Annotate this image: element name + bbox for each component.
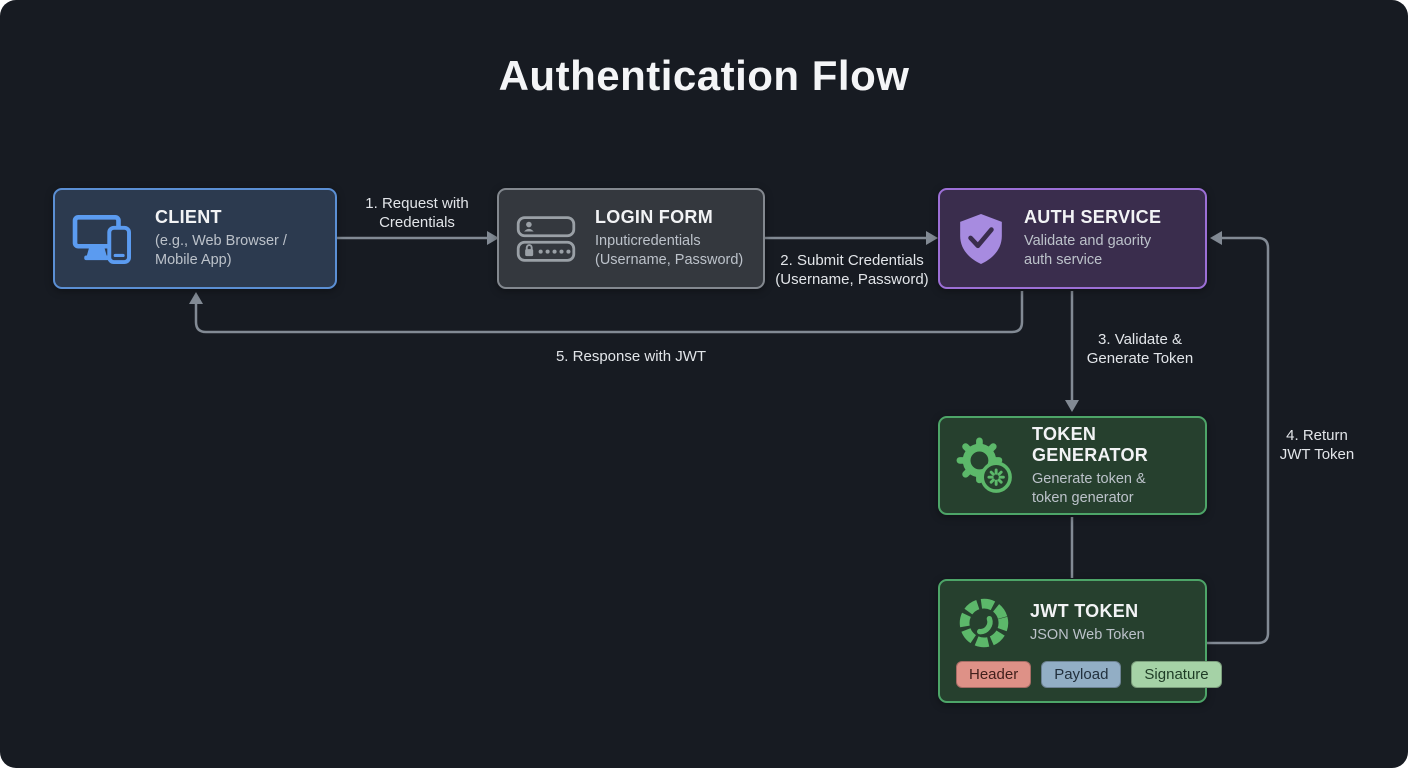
node-token-generator: TOKEN GENERATOR Generate token & token g… <box>938 416 1207 515</box>
node-jwt-token: JWT TOKEN JSON Web Token Header Payload … <box>938 579 1222 703</box>
node-login-form: LOGIN FORM Inputicredentials (Username, … <box>497 188 765 289</box>
edge-label-validate-generate: 3. Validate & Generate Token <box>1086 331 1194 367</box>
login-fields-icon <box>515 212 577 266</box>
edge-return-jwt <box>1207 231 1270 645</box>
node-auth-service: AUTH SERVICE Validate and gaority auth s… <box>938 188 1207 289</box>
devices-icon <box>71 212 137 266</box>
auth-service-subtitle: Validate and gaority auth service <box>1024 233 1152 268</box>
page-title: Authentication Flow <box>498 52 910 99</box>
badge-payload: Payload <box>1041 660 1122 688</box>
token-generator-title: TOKEN GENERATOR <box>1032 423 1149 465</box>
token-generator-subtitle: Generate token & token generator <box>1032 470 1146 506</box>
edge-label-response-jwt: 5. Response with JWT <box>555 348 707 365</box>
badge-signature: Signature <box>1131 660 1222 688</box>
client-subtitle: (e.g., Web Browser / Mobile App) <box>155 233 287 268</box>
client-title: CLIENT <box>155 207 222 228</box>
jwt-token-subtitle: JSON Web Token <box>1030 626 1145 643</box>
shield-check-icon <box>956 211 1006 267</box>
edge-request-credentials <box>337 231 499 245</box>
jwt-ring-icon <box>956 595 1012 651</box>
edge-validate-generate <box>1065 291 1079 412</box>
jwt-badges: Header Payload Signature <box>956 660 1222 688</box>
login-form-subtitle: Inputicredentials (Username, Password) <box>595 233 744 268</box>
gear-token-icon <box>956 437 1014 495</box>
edge-label-submit-credentials: 2. Submit Credentials (Username, Passwor… <box>775 252 929 288</box>
node-client: CLIENT (e.g., Web Browser / Mobile App) <box>53 188 337 289</box>
edge-response-jwt <box>189 291 1024 334</box>
jwt-token-title: JWT TOKEN <box>1030 600 1139 621</box>
edge-submit-credentials <box>765 231 938 245</box>
edge-label-return-jwt: 4. Return JWT Token <box>1279 427 1355 463</box>
auth-service-title: AUTH SERVICE <box>1024 207 1162 228</box>
edge-label-request-credentials: 1. Request with Credentials <box>365 195 469 231</box>
badge-header: Header <box>956 660 1032 688</box>
login-form-title: LOGIN FORM <box>595 207 713 228</box>
